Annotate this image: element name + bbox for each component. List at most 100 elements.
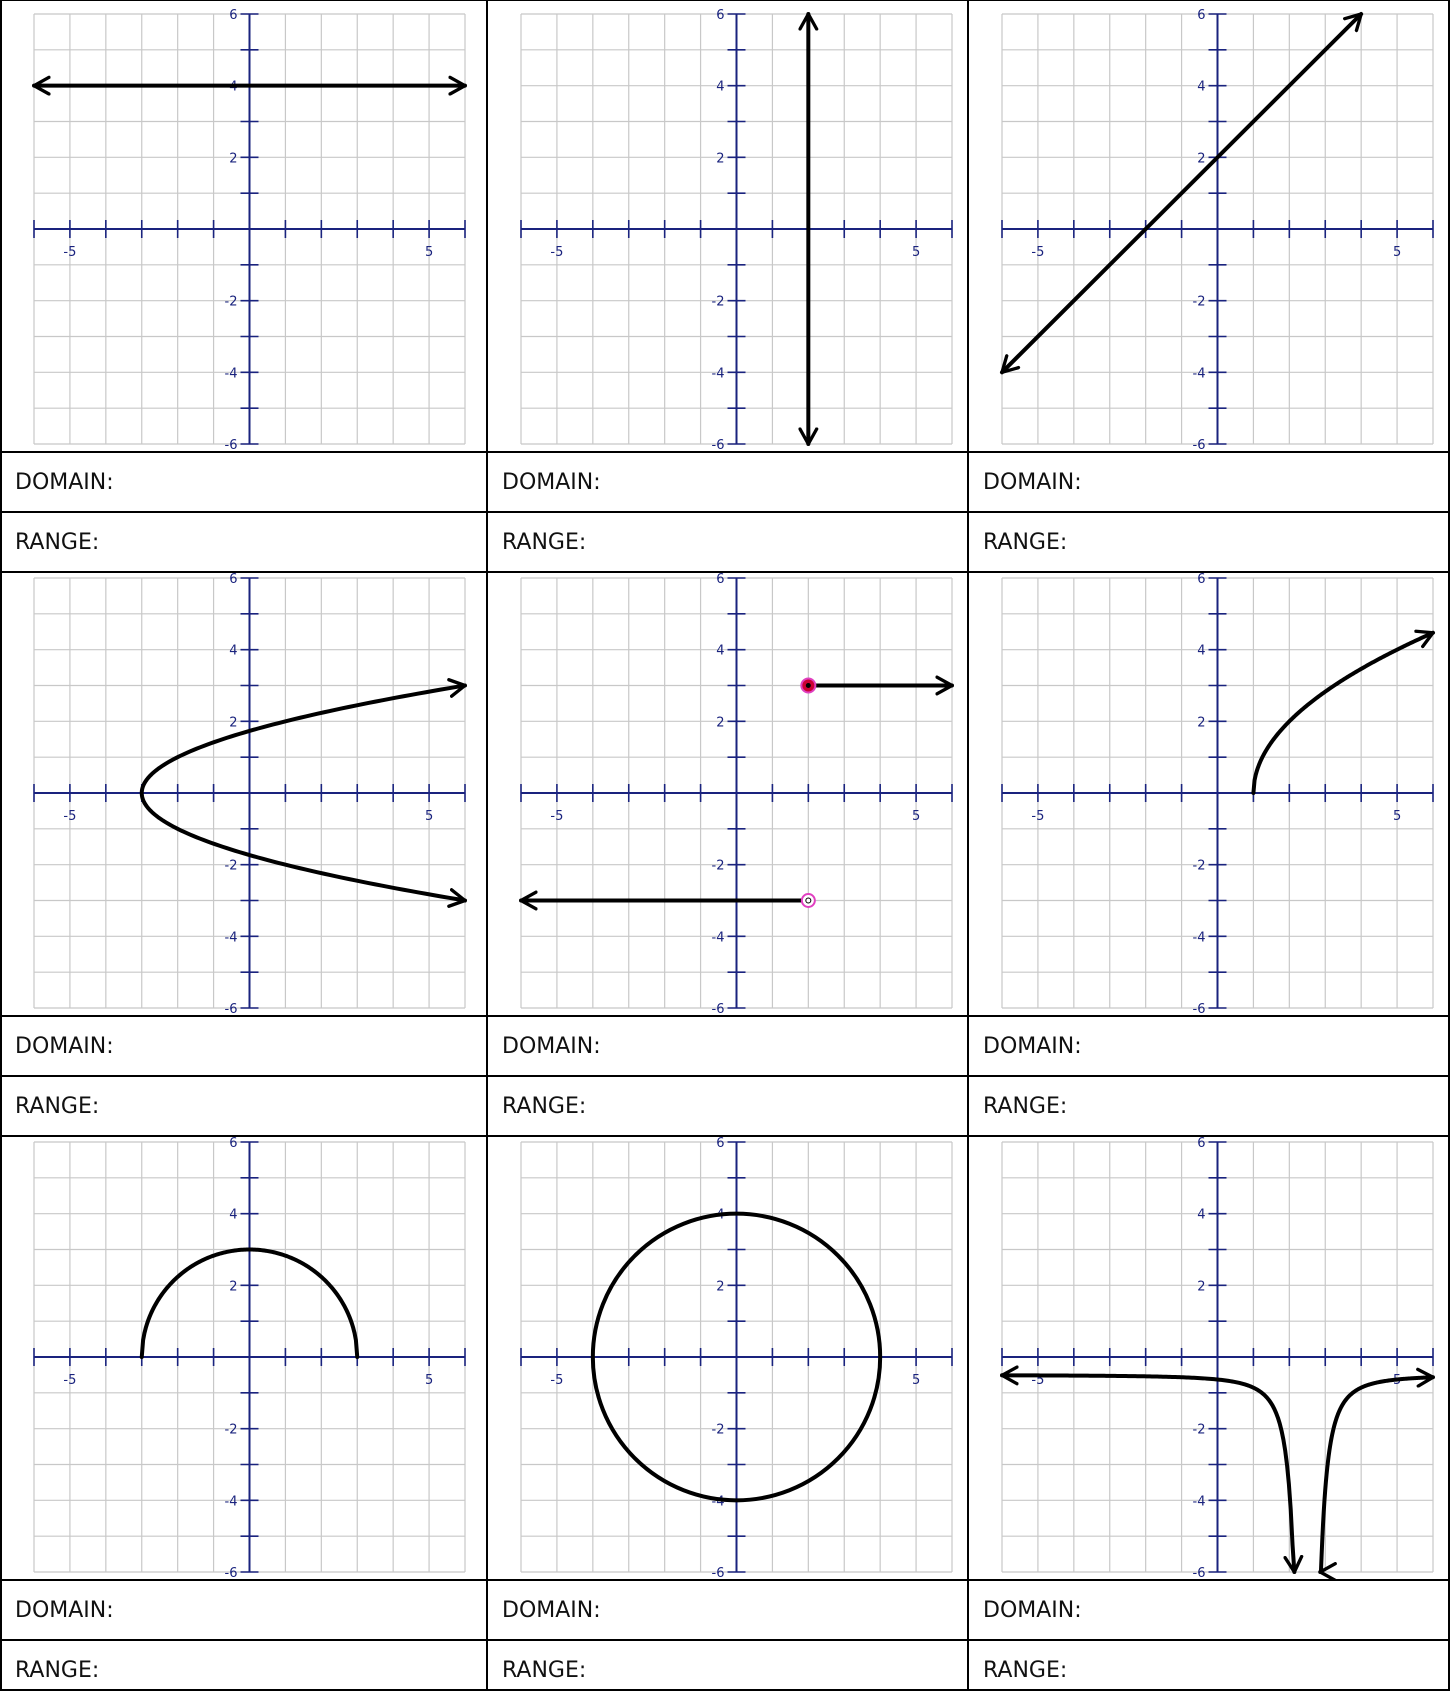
y-tick-label: 4 — [1197, 1208, 1205, 1223]
x-tick-label: -5 — [1031, 245, 1044, 260]
x-tick-label: 5 — [425, 809, 433, 824]
y-tick-label: -4 — [1193, 1494, 1206, 1509]
range-label: RANGE: — [502, 1093, 587, 1119]
x-tick-label: -5 — [63, 809, 76, 824]
y-tick-label: 6 — [229, 1136, 237, 1151]
y-tick-label: -4 — [712, 366, 725, 381]
y-tick-label: -6 — [1193, 1002, 1206, 1016]
y-tick-label: -6 — [712, 438, 725, 452]
y-tick-label: -2 — [225, 859, 238, 874]
y-tick-label: 2 — [1197, 1279, 1205, 1294]
y-tick-label: -2 — [225, 1423, 238, 1438]
y-tick-label: 6 — [1197, 1136, 1205, 1151]
open-endpoint — [800, 893, 816, 908]
y-tick-label: -6 — [1193, 1566, 1206, 1580]
y-tick-label: -4 — [712, 930, 725, 945]
y-tick-label: -4 — [1193, 366, 1206, 381]
x-tick-label: 5 — [912, 245, 920, 260]
y-tick-label: 2 — [229, 1279, 237, 1294]
x-tick-label: -5 — [550, 245, 563, 260]
y-tick-label: 6 — [229, 8, 237, 23]
y-tick-label: 4 — [1197, 644, 1205, 659]
y-tick-label: 2 — [1197, 151, 1205, 166]
y-tick-label: -2 — [225, 295, 238, 310]
y-tick-label: 2 — [716, 151, 724, 166]
y-tick-label: 6 — [1197, 8, 1205, 23]
x-tick-label: 5 — [425, 245, 433, 260]
y-tick-label: -6 — [225, 1566, 238, 1580]
domain-label: DOMAIN: — [502, 1597, 601, 1623]
y-tick-label: -2 — [1193, 295, 1206, 310]
x-tick-label: -5 — [550, 1373, 563, 1388]
y-tick-label: -4 — [225, 366, 238, 381]
x-tick-label: -5 — [550, 809, 563, 824]
range-label: RANGE: — [983, 1657, 1068, 1683]
y-tick-label: -2 — [1193, 1423, 1206, 1438]
y-tick-label: -6 — [712, 1002, 725, 1016]
range-label: RANGE: — [983, 529, 1068, 555]
domain-label: DOMAIN: — [15, 1033, 114, 1059]
curve-7-1 — [139, 1247, 360, 1359]
y-tick-label: 4 — [716, 644, 724, 659]
y-tick-label: 6 — [229, 572, 237, 587]
y-tick-label: -6 — [225, 438, 238, 452]
y-tick-label: 2 — [716, 1279, 724, 1294]
x-tick-label: -5 — [63, 1373, 76, 1388]
y-tick-label: 4 — [229, 644, 237, 659]
range-label: RANGE: — [983, 1093, 1068, 1119]
range-label: RANGE: — [15, 1093, 100, 1119]
y-tick-label: -2 — [712, 859, 725, 874]
y-tick-label: -4 — [1193, 930, 1206, 945]
y-tick-label: 2 — [229, 151, 237, 166]
y-tick-label: 6 — [716, 8, 724, 23]
y-tick-label: -2 — [1193, 859, 1206, 874]
y-tick-label: 6 — [716, 1136, 724, 1151]
y-tick-label: 4 — [716, 80, 724, 95]
domain-label: DOMAIN: — [502, 469, 601, 495]
y-tick-label: -6 — [225, 1002, 238, 1016]
domain-label: DOMAIN: — [983, 1597, 1082, 1623]
x-tick-label: 5 — [912, 809, 920, 824]
curve-8-1 — [590, 1211, 883, 1503]
y-tick-label: -2 — [712, 1423, 725, 1438]
domain-label: DOMAIN: — [983, 469, 1082, 495]
x-tick-label: -5 — [1031, 809, 1044, 824]
x-tick-label: 5 — [912, 1373, 920, 1388]
curve-4-1 — [139, 678, 467, 908]
domain-label: DOMAIN: — [983, 1033, 1082, 1059]
curve-6-1 — [1251, 629, 1435, 795]
range-label: RANGE: — [502, 529, 587, 555]
y-tick-label: 2 — [716, 715, 724, 730]
y-tick-label: 2 — [1197, 715, 1205, 730]
